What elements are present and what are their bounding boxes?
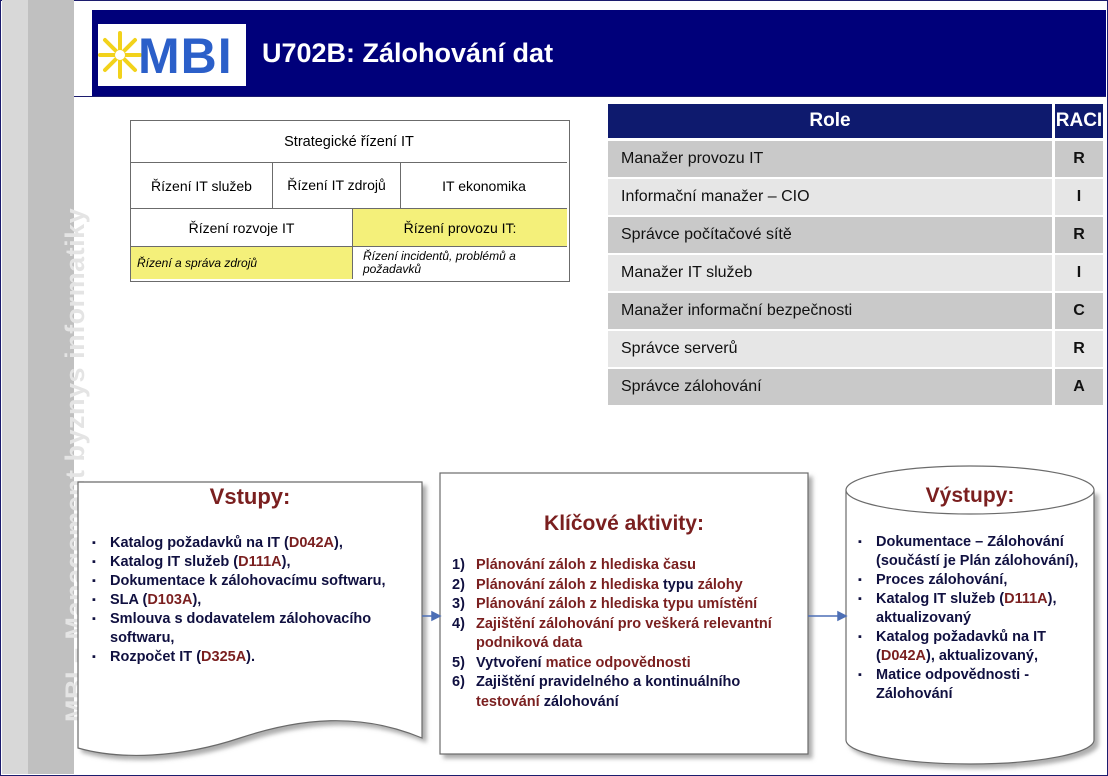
raci-value: R	[1055, 217, 1103, 253]
list-item: 1)Plánování záloh z hlediska času	[452, 557, 696, 573]
list-item: SLA (D103A),	[90, 591, 410, 610]
sidebar-band	[28, 0, 74, 774]
org-resource-mgmt: Řízení a správa zdrojů	[131, 247, 353, 279]
raci-role: Správce počítačové sítě	[608, 217, 1052, 253]
raci-value: I	[1055, 179, 1103, 215]
header-bar	[92, 10, 1106, 96]
logo	[98, 24, 246, 86]
raci-row: Manažer IT služeb I	[608, 255, 1103, 293]
raci-row: Správce zálohování A	[608, 369, 1103, 407]
inputs-list: Katalog požadavků na IT (D042A), Katalog…	[90, 534, 410, 667]
page-title: U702B: Zálohování dat	[262, 38, 554, 68]
list-item: Katalog IT služeb (D111A), aktualizovaný	[856, 590, 1086, 628]
org-strategic: Strategické řízení IT	[131, 121, 567, 163]
org-development: Řízení rozvoje IT	[131, 209, 353, 247]
list-item: 6)Zajištění pravidelného a kontinuálního…	[452, 674, 741, 710]
raci-role: Manažer informační bezpečnosti	[608, 293, 1052, 329]
raci-table: Role RACI Manažer provozu IT R Informačn…	[608, 104, 1103, 407]
raci-role: Správce serverů	[608, 331, 1052, 367]
raci-value: I	[1055, 255, 1103, 291]
raci-value: R	[1055, 331, 1103, 367]
list-item: Katalog IT služeb (D111A),	[90, 553, 410, 572]
raci-row: Manažer informační bezpečnosti C	[608, 293, 1103, 331]
raci-row: Správce počítačové sítě R	[608, 217, 1103, 255]
raci-value: R	[1055, 141, 1103, 177]
raci-value: A	[1055, 369, 1103, 405]
org-operations: Řízení provozu IT:	[353, 209, 567, 247]
raci-row: Manažer provozu IT R	[608, 141, 1103, 179]
sidebar	[2, 0, 74, 774]
outputs-list: Dokumentace – Zálohování (součástí je Pl…	[856, 533, 1086, 704]
list-item: Dokumentace – Zálohování (součástí je Pl…	[856, 533, 1086, 571]
raci-role: Správce zálohování	[608, 369, 1052, 405]
list-item: 2)Plánování záloh z hlediska typu zálohy	[452, 576, 743, 593]
raci-row: Správce serverů R	[608, 331, 1103, 369]
list-item: Rozpočet IT (D325A).	[90, 648, 410, 667]
list-item: 3)Plánování záloh z hlediska typu umístě…	[452, 596, 758, 612]
activities-list: 1)Plánování záloh z hlediska času 2)Plán…	[452, 556, 797, 712]
org-resources: Řízení IT zdrojů	[273, 163, 401, 209]
raci-role: Informační manažer – CIO	[608, 179, 1052, 215]
list-item: Katalog požadavků na IT (D042A),	[90, 534, 410, 553]
list-item: 5)Vytvoření matice odpovědnosti	[452, 654, 691, 671]
list-item: Dokumentace k zálohovacímu softwaru,	[90, 572, 410, 591]
raci-row: Informační manažer – CIO I	[608, 179, 1103, 217]
org-services: Řízení IT služeb	[131, 163, 273, 209]
star-icon	[98, 31, 142, 79]
list-item: Proces zálohování,	[856, 571, 1086, 590]
header-divider	[74, 96, 1106, 97]
logo-text: MBI	[138, 28, 233, 84]
sidebar-text: MBI – Management byznys informatiky	[60, 207, 90, 722]
raci-header-raci: RACI	[1055, 104, 1103, 138]
inputs-title: Vstupy:	[209, 484, 291, 509]
activities-title: Klíčové aktivity:	[544, 512, 704, 535]
list-item: Matice odpovědnosti - Zálohování	[856, 666, 1086, 704]
org-incidents: Řízení incidentů, problémů a požadavků	[363, 249, 516, 276]
list-item: Katalog požadavků na IT (D042A), aktuali…	[856, 628, 1086, 666]
org-economics: IT ekonomika	[401, 163, 567, 209]
list-item: 4)Zajištění zálohování pro veškerá relev…	[452, 615, 772, 652]
raci-role: Manažer provozu IT	[608, 141, 1052, 177]
list-item: Smlouva s dodavatelem zálohovacího softw…	[90, 610, 410, 648]
raci-role: Manažer IT služeb	[608, 255, 1052, 291]
raci-value: C	[1055, 293, 1103, 329]
org-structure-table: Strategické řízení IT Řízení IT služeb Ř…	[130, 120, 570, 282]
raci-header-role: Role	[608, 104, 1052, 138]
outputs-title: Výstupy:	[925, 484, 1015, 507]
